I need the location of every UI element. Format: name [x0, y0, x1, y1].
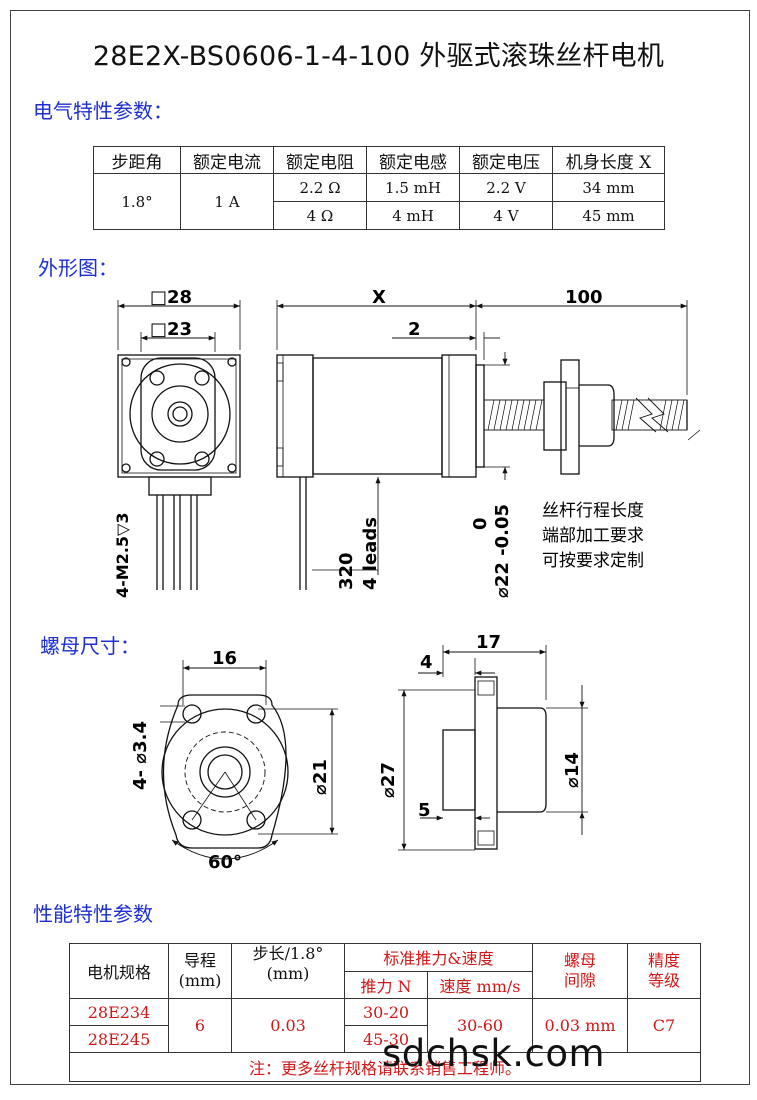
watermark-text: sdchsk.com [382, 1032, 606, 1075]
section-outline: 外形图： [38, 256, 118, 280]
nut-dia-27: ⌀27 [378, 762, 399, 798]
cell-step: 0.03 [231, 998, 345, 1053]
nut-drawing: 16 4- ⌀3.4 ⌀21 60° 17 4 ⌀27 5 ⌀14 [130, 632, 588, 873]
nut-dim-17: 17 [476, 632, 501, 653]
header-speed: 速度 mm/s [427, 970, 533, 999]
cell-voltage: 4 V [459, 201, 553, 230]
note-line: 端部加工要求 [542, 526, 644, 546]
dim-square-28: □28 [150, 287, 192, 308]
cell-model: 28E245 [69, 1025, 169, 1053]
tolerance-zero: 0 [470, 517, 491, 530]
dim-square-23: □23 [150, 319, 192, 340]
header-step: 步长/1.8°(mm) [231, 943, 345, 999]
section-electrical: 电气特性参数： [33, 99, 173, 123]
note-line: 丝杆行程长度 [542, 501, 644, 521]
header-thrust: 推力 N [344, 970, 428, 999]
nut-dim-16: 16 [212, 648, 237, 669]
cell-backlash: 0.03 mm [532, 998, 628, 1053]
leads-count: 4 leads [360, 517, 381, 590]
header-model: 电机规格 [69, 943, 169, 999]
outline-drawing: □28 □23 X 2 100 4-M2.5▽3 320 4 leads 0 ⌀… [113, 287, 701, 598]
cell-current: 1 A [180, 173, 274, 230]
section-nut: 螺母尺寸： [40, 634, 140, 658]
header-grade: 精度等级 [627, 943, 701, 999]
cell-model: 28E234 [69, 998, 169, 1026]
dim-2: 2 [408, 319, 421, 340]
cell-inductance: 4 mH [366, 201, 460, 230]
cell-lead: 6 [168, 998, 232, 1053]
header-voltage: 额定电压 [459, 146, 553, 174]
performance-table: 电机规格 导程(mm) 步长/1.8°(mm) 标准推力&速度 螺母间隙 精度等… [69, 943, 701, 1082]
cell-grade: C7 [627, 998, 701, 1053]
nut-holes: 4- ⌀3.4 [130, 721, 151, 790]
cell-length: 45 mm [552, 201, 665, 230]
header-length: 机身长度 X [552, 146, 665, 174]
cell-thrust: 30-20 [344, 998, 428, 1026]
cell-inductance: 1.5 mH [366, 173, 460, 202]
cell-length: 34 mm [552, 173, 665, 202]
header-thrust-group: 标准推力&速度 [344, 943, 533, 972]
nut-dim-4: 4 [420, 652, 433, 673]
table-note: 注：更多丝杆规格请联系销售工程师。 [69, 1052, 701, 1082]
cell-resistance: 4 Ω [273, 201, 367, 230]
nut-angle-60: 60° [208, 852, 242, 873]
nut-dia-14: ⌀14 [562, 752, 583, 788]
cell-speed: 30-60 [427, 998, 533, 1053]
leads-length: 320 [336, 552, 357, 590]
dim-100: 100 [565, 287, 603, 308]
boss-diameter: ⌀22 -0.05 [492, 504, 513, 598]
note-line: 可按要求定制 [542, 551, 644, 571]
dim-x: X [372, 287, 386, 308]
header-step-angle: 步距角 [93, 146, 181, 174]
electrical-table: 步距角 额定电流 额定电阻 额定电感 额定电压 机身长度 X 1.8° 1 A … [93, 146, 665, 230]
nut-dia-21: ⌀21 [310, 759, 331, 795]
mount-hole-label: 4-M2.5▽3 [113, 513, 132, 598]
header-lead: 导程(mm) [168, 943, 232, 999]
header-backlash: 螺母间隙 [532, 943, 628, 999]
page-title: 28E2X-BS0606-1-4-100 外驱式滚珠丝杆电机 [92, 41, 665, 72]
nut-dim-5: 5 [418, 800, 431, 821]
cell-step-angle: 1.8° [93, 173, 181, 230]
section-performance: 性能特性参数 [33, 902, 153, 926]
page-frame [10, 10, 750, 1085]
